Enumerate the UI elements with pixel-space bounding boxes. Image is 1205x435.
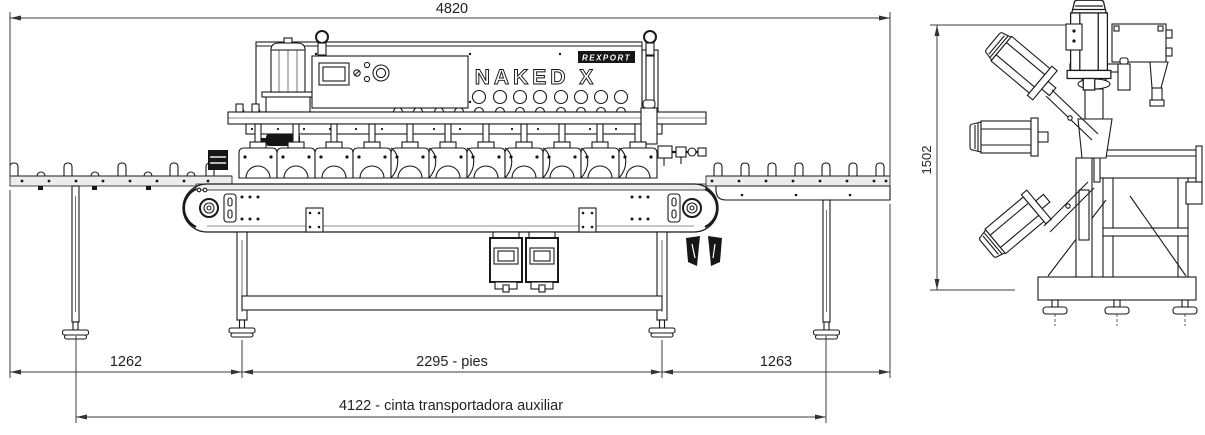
dim-right-conveyor-label: 1263 <box>760 354 792 370</box>
side-switch-box <box>1065 23 1083 51</box>
machine-legs <box>228 231 676 338</box>
machine-left-foot <box>228 319 256 338</box>
side-funnel <box>1149 61 1169 89</box>
left-hub <box>196 187 260 223</box>
side-conveyor <box>1093 145 1203 205</box>
right-lower-bracket <box>686 236 722 266</box>
side-view <box>969 0 1203 326</box>
right-fittings <box>656 145 707 166</box>
control-panel <box>311 55 469 109</box>
top-motor-front <box>261 37 315 113</box>
conveyor-beam <box>182 183 722 266</box>
brand-logo-box <box>578 51 635 63</box>
dim-aux-conveyor-label: 4122 - cinta transportadora auxiliar <box>339 398 563 414</box>
dim-left-conveyor-label: 1262 <box>110 354 142 370</box>
capped-pipe <box>640 107 658 145</box>
machine-nameplate-text: NAKED X <box>475 66 598 89</box>
dim-overall-width: 4820 <box>9 1 891 176</box>
dim-lower-row: 1262 2295 - pies 1263 <box>9 190 891 378</box>
front-view: NAKED X REXPORT <box>9 30 891 340</box>
drive-motors <box>489 231 559 293</box>
mid-rail <box>208 99 663 170</box>
brand-logo: REXPORT <box>582 54 631 63</box>
side-stand <box>1047 157 1189 278</box>
left-aux-conveyor <box>9 162 233 340</box>
side-mid-motor <box>969 117 1049 157</box>
dim-overall-width-label: 4820 <box>436 1 468 17</box>
machine-head-cover: NAKED X REXPORT <box>255 30 659 118</box>
dim-feet-label: 2295 - pies <box>416 354 488 370</box>
side-electrical-box <box>1111 23 1173 107</box>
side-base <box>1037 276 1198 326</box>
dimensions: 4820 1262 2295 - pies 1263 4122 <box>9 1 1088 423</box>
left-bracket <box>208 150 228 170</box>
dim-aux-conveyor: 4122 - cinta transportadora auxiliar <box>75 336 827 423</box>
right-aux-conveyor <box>705 162 891 340</box>
dim-overall-height: 1502 <box>919 24 1088 291</box>
side-upper-motor <box>980 26 1066 107</box>
side-slide-plates <box>1043 57 1131 233</box>
machine-right-foot <box>648 319 676 338</box>
right-hub <box>630 193 702 223</box>
dim-overall-height-label: 1502 <box>919 146 934 175</box>
